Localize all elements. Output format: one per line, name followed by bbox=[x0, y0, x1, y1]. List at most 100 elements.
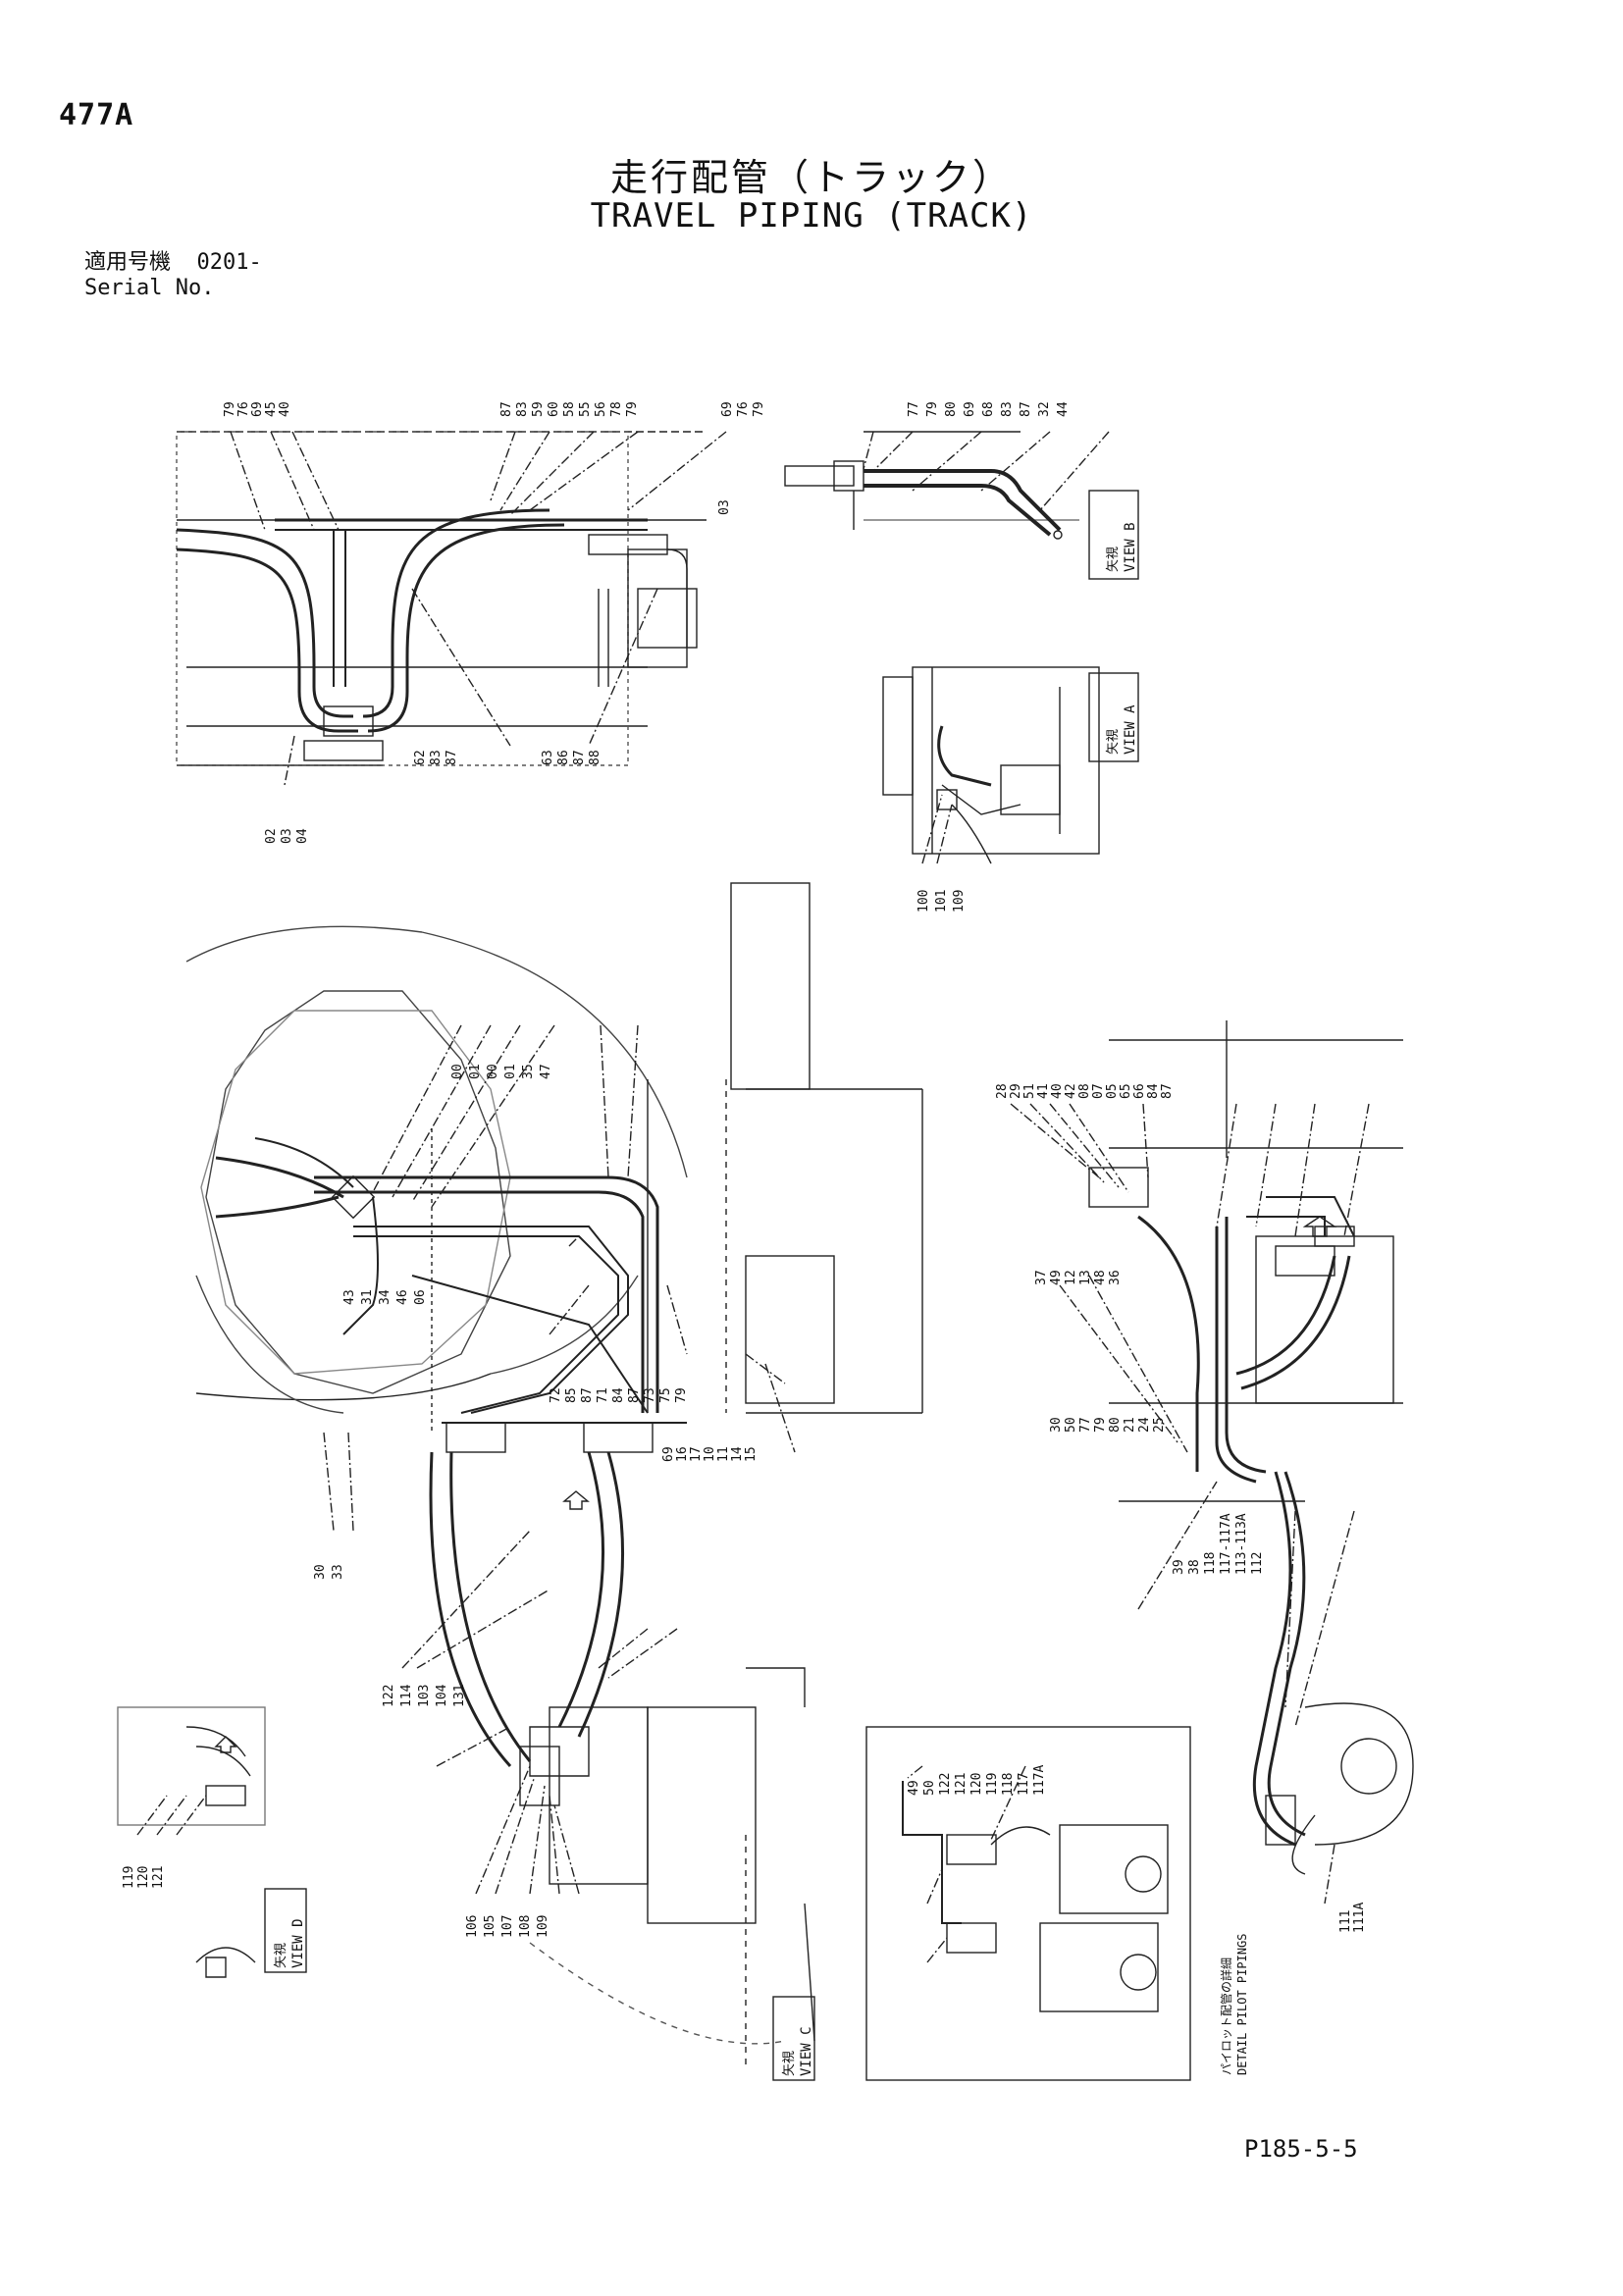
callout-number: 113-113A bbox=[1234, 1513, 1249, 1575]
callout-number: 32 bbox=[1037, 401, 1052, 417]
callout-number: 118 bbox=[1001, 1773, 1016, 1796]
callout-number: 79 bbox=[752, 401, 766, 417]
detail-pilot-label: パイロット配管の詳細 DETAIL PILOT PIPINGS bbox=[1219, 1934, 1249, 2076]
title-japanese: 走行配管（トラック） bbox=[609, 156, 1013, 199]
callout-number: 50 bbox=[922, 1780, 937, 1796]
callout-number: 87 bbox=[1019, 401, 1033, 417]
center-assembly bbox=[185, 882, 923, 1532]
view-d-box bbox=[264, 1888, 307, 1973]
view-d-assembly bbox=[117, 1706, 266, 1978]
callout-number: 71 bbox=[596, 1387, 610, 1403]
svg-text:矢視: 矢視 bbox=[274, 1943, 288, 1968]
callout-number: 17 bbox=[689, 1446, 704, 1462]
detail-pilot-box bbox=[865, 1726, 1191, 2081]
callout-number: 46 bbox=[395, 1289, 410, 1305]
callout-number: 77 bbox=[907, 401, 921, 417]
callout-number: 58 bbox=[562, 401, 577, 417]
callout-number: 02 bbox=[264, 828, 279, 844]
callout-number: 121 bbox=[151, 1866, 166, 1889]
callout-number: 38 bbox=[1187, 1559, 1202, 1575]
serial-label-jp: 適用号機 bbox=[84, 250, 172, 275]
callout-number: 105 bbox=[483, 1915, 497, 1938]
callout-number: 73 bbox=[643, 1387, 657, 1403]
callout-number: 87 bbox=[1160, 1083, 1175, 1099]
callout-number: 122 bbox=[938, 1773, 953, 1796]
callout-number: 72 bbox=[549, 1387, 563, 1403]
callout-number: 03 bbox=[280, 828, 294, 844]
callout-number: 77 bbox=[1078, 1417, 1093, 1433]
svg-text:VIEW D: VIEW D bbox=[290, 1918, 306, 1968]
callout-number: 39 bbox=[1172, 1559, 1186, 1575]
arrow-marker-center bbox=[562, 1490, 590, 1510]
callout-number: 01 bbox=[468, 1064, 483, 1079]
callout-number: 108 bbox=[518, 1915, 533, 1938]
callout-number: 69 bbox=[250, 401, 265, 417]
callout-number: 78 bbox=[609, 401, 624, 417]
svg-text:矢視: 矢視 bbox=[1106, 729, 1121, 755]
callout-number: 49 bbox=[907, 1780, 921, 1796]
callout-number: 33 bbox=[331, 1564, 345, 1580]
callout-number: 87 bbox=[580, 1387, 595, 1403]
callout-number: 114 bbox=[399, 1684, 414, 1707]
callout-number: 35 bbox=[521, 1064, 536, 1079]
callout-number: 14 bbox=[730, 1446, 745, 1462]
arrow-marker-view-d bbox=[214, 1736, 237, 1753]
callout-number: 62 bbox=[413, 750, 428, 765]
callout-number: 36 bbox=[1108, 1270, 1123, 1285]
svg-text:VIEW C: VIEW C bbox=[799, 2026, 814, 2076]
callout-number: 109 bbox=[952, 890, 967, 913]
callout-number: 11 bbox=[716, 1446, 731, 1462]
callout-number: 06 bbox=[413, 1289, 428, 1305]
callout-number: 63 bbox=[541, 750, 555, 765]
callout-number: 29 bbox=[1009, 1083, 1023, 1099]
callout-number: 112 bbox=[1250, 1552, 1265, 1575]
callout-number: 75 bbox=[658, 1387, 673, 1403]
callout-number: 13 bbox=[1078, 1270, 1093, 1285]
callout-number: 51 bbox=[1022, 1083, 1037, 1099]
callout-number: 07 bbox=[1091, 1083, 1106, 1099]
callout-number: 84 bbox=[611, 1387, 626, 1403]
serial-label-en: Serial No. bbox=[84, 276, 215, 300]
callout-number: 79 bbox=[925, 401, 940, 417]
callout-number: 83 bbox=[515, 401, 530, 417]
callout-number: 48 bbox=[1093, 1270, 1108, 1285]
svg-text:DETAIL PILOT PIPINGS: DETAIL PILOT PIPINGS bbox=[1235, 1934, 1249, 2076]
callout-number: 04 bbox=[295, 828, 310, 844]
callout-number: 117 bbox=[1017, 1773, 1031, 1796]
callout-number: 88 bbox=[588, 750, 602, 765]
view-c-box bbox=[772, 1996, 815, 2081]
callout-number: 79 bbox=[1093, 1417, 1108, 1433]
callout-number: 87 bbox=[445, 750, 459, 765]
svg-text:パイロット配管の詳細: パイロット配管の詳細 bbox=[1219, 1957, 1233, 2075]
svg-text:矢視: 矢視 bbox=[1106, 547, 1121, 572]
view-b-label: 矢視 VIEW B bbox=[1106, 522, 1138, 572]
callout-number: 08 bbox=[1077, 1083, 1092, 1099]
serial-value: 0201- bbox=[196, 250, 262, 275]
callout-number: 76 bbox=[236, 401, 251, 417]
callout-number: 00 bbox=[450, 1064, 465, 1079]
view-a-label: 矢視 VIEW A bbox=[1106, 704, 1138, 755]
callout-number: 24 bbox=[1137, 1417, 1152, 1433]
callout-number: 121 bbox=[954, 1773, 969, 1796]
callout-number: 42 bbox=[1064, 1083, 1078, 1099]
callout-number: 83 bbox=[429, 750, 444, 765]
callout-number: 80 bbox=[944, 401, 959, 417]
callout-number: 120 bbox=[136, 1866, 151, 1889]
callout-number: 34 bbox=[378, 1289, 393, 1305]
callout-number: 66 bbox=[1132, 1083, 1147, 1099]
callout-number: 119 bbox=[985, 1773, 1000, 1796]
callout-number: 119 bbox=[122, 1866, 136, 1889]
page-footer-code: P185-5-5 bbox=[1244, 2135, 1358, 2163]
callout-number: 03 bbox=[717, 499, 732, 515]
callout-number: 117A bbox=[1032, 1765, 1047, 1796]
callout-number: 122 bbox=[382, 1685, 396, 1707]
callout-number: 79 bbox=[625, 401, 640, 417]
callout-number: 79 bbox=[223, 401, 237, 417]
callout-number: 131 bbox=[452, 1685, 467, 1707]
arrow-marker-right bbox=[1302, 1216, 1337, 1237]
callout-number: 50 bbox=[1064, 1417, 1078, 1433]
callout-number: 01 bbox=[503, 1064, 518, 1079]
callout-number: 44 bbox=[1056, 401, 1071, 417]
callout-number: 47 bbox=[539, 1064, 553, 1079]
